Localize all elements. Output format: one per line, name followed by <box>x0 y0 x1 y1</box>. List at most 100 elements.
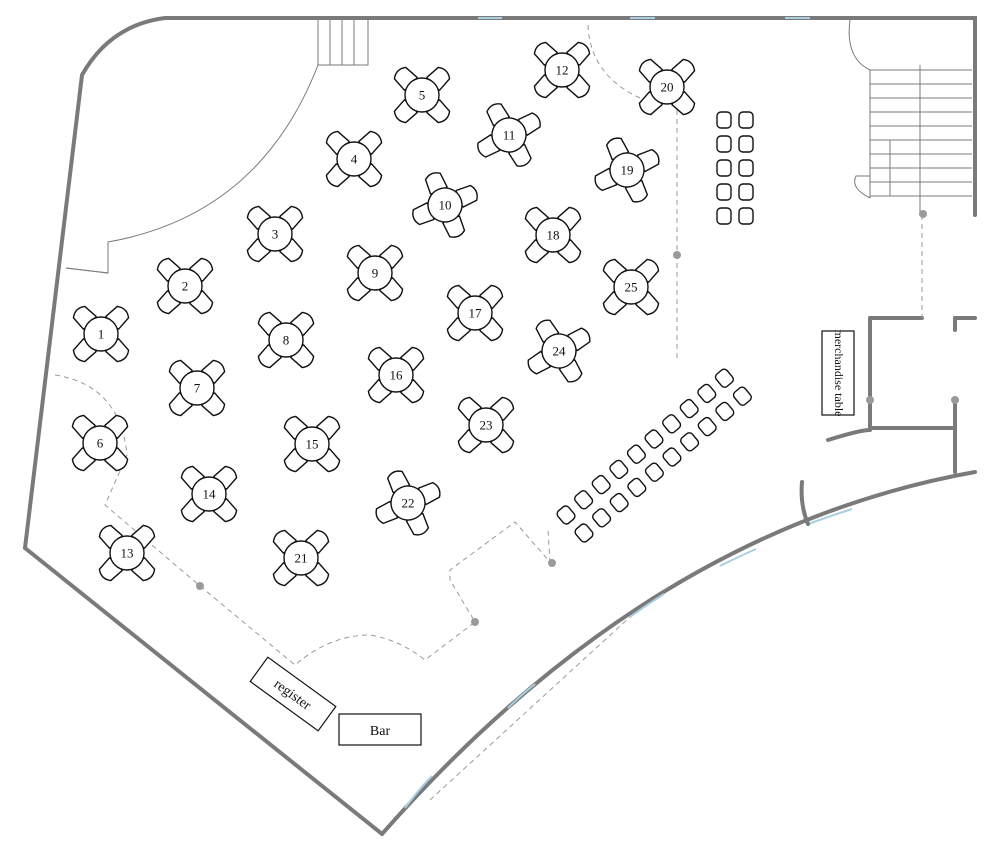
table-number: 7 <box>194 381 201 396</box>
table-number: 19 <box>621 163 634 178</box>
table-number: 24 <box>553 344 567 359</box>
table-25: 25 <box>602 258 660 316</box>
table-number: 4 <box>351 152 358 167</box>
table-top <box>404 77 440 113</box>
table-5: 5 <box>393 66 451 124</box>
seat <box>609 459 629 480</box>
table-top <box>283 540 319 576</box>
table-top <box>491 117 527 153</box>
table-24: 24 <box>527 319 591 383</box>
bar: Bar <box>338 713 422 746</box>
table-number: 3 <box>272 227 279 242</box>
table-14: 14 <box>180 465 238 523</box>
table-number: 18 <box>547 228 560 243</box>
table-2: 2 <box>156 257 214 315</box>
stage-curve <box>65 20 369 274</box>
seat <box>574 523 594 543</box>
seat <box>644 462 664 482</box>
table-23: 23 <box>457 396 515 454</box>
register: register <box>249 656 337 732</box>
seat <box>680 432 700 452</box>
seat <box>626 444 646 464</box>
table-number: 8 <box>283 333 290 348</box>
table-number: 13 <box>121 546 134 561</box>
table-top <box>257 216 293 252</box>
table-1: 1 <box>72 305 130 363</box>
seat <box>716 207 732 225</box>
table-top <box>294 426 330 462</box>
table-top <box>427 187 463 223</box>
seat <box>716 135 732 153</box>
table-number: 17 <box>469 306 483 321</box>
seat <box>732 386 752 406</box>
table-4: 4 <box>325 130 383 188</box>
seat <box>738 111 754 129</box>
seat <box>679 398 699 419</box>
table-number: 2 <box>182 279 189 294</box>
seat <box>716 183 732 201</box>
table-15: 15 <box>283 415 341 473</box>
table-top <box>191 476 227 512</box>
seat <box>662 414 682 434</box>
table-top <box>357 255 393 291</box>
table-top <box>179 370 215 406</box>
table-number: 9 <box>372 266 379 281</box>
merchandise-table: merchandise table <box>821 330 855 417</box>
seat <box>738 135 754 153</box>
table-number: 6 <box>97 436 104 451</box>
table-3: 3 <box>246 205 304 263</box>
table-number: 16 <box>390 368 404 383</box>
table-9: 9 <box>346 244 404 302</box>
table-number: 23 <box>480 418 493 433</box>
table-7: 7 <box>168 359 226 417</box>
table-6: 6 <box>71 414 129 472</box>
seat <box>574 490 594 510</box>
table-number: 15 <box>306 437 319 452</box>
table-top <box>535 217 571 253</box>
seat <box>662 447 682 467</box>
seat <box>714 368 734 388</box>
table-11: 11 <box>477 103 541 167</box>
table-number: 12 <box>556 63 569 78</box>
seat <box>697 383 717 404</box>
table-top <box>609 152 645 188</box>
seat <box>738 207 754 225</box>
table-17: 17 <box>446 284 504 342</box>
table-top <box>390 485 426 521</box>
table-top <box>649 69 685 105</box>
table-number: 25 <box>625 280 638 295</box>
windows <box>404 17 853 809</box>
seat <box>715 401 735 422</box>
seat <box>591 474 611 495</box>
table-10: 10 <box>412 172 478 238</box>
table-top <box>613 269 649 305</box>
table-22: 22 <box>375 470 441 536</box>
table-top <box>268 322 304 358</box>
table-number: 21 <box>295 551 308 566</box>
seat <box>716 159 732 177</box>
table-21: 21 <box>272 529 330 587</box>
exterior-walls <box>23 16 977 836</box>
table-number: 20 <box>661 80 674 95</box>
seat <box>716 111 732 129</box>
seat <box>609 492 629 513</box>
table-16: 16 <box>367 346 425 404</box>
table-number: 1 <box>98 327 105 342</box>
seat <box>738 159 754 177</box>
seat <box>592 508 612 528</box>
seat <box>556 505 576 525</box>
seat <box>697 416 717 437</box>
table-number: 22 <box>402 496 415 511</box>
table-top <box>541 333 577 369</box>
seat <box>738 183 754 201</box>
merchandise-table-label: merchandise table <box>832 330 846 417</box>
table-19: 19 <box>594 137 660 203</box>
table-top <box>468 407 504 443</box>
table-20: 20 <box>638 58 696 116</box>
table-number: 10 <box>439 198 452 213</box>
table-top <box>167 268 203 304</box>
seat <box>627 477 647 498</box>
chair-rows <box>556 111 754 543</box>
table-8: 8 <box>257 311 315 369</box>
